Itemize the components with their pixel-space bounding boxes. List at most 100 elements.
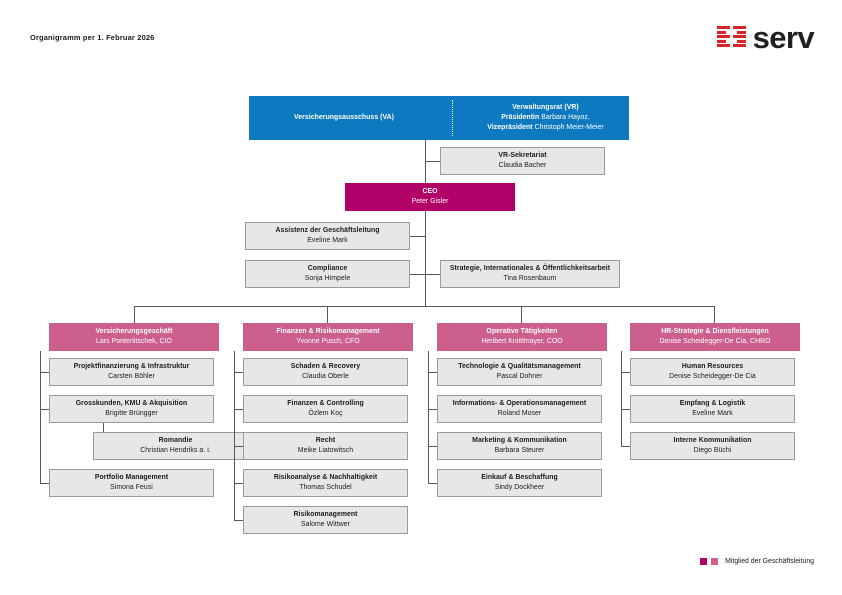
connector-div2-unit3: [234, 446, 243, 447]
staff-box-compliance[interactable]: Compliance Sonja Himpele: [245, 260, 410, 288]
connector-division-bus: [134, 306, 714, 307]
unit-title: Schaden & Recovery: [290, 363, 361, 370]
vr-vicepresident-line: Vizepräsident Christoph Meier-Meier: [487, 123, 604, 133]
unit-box[interactable]: Risikoanalyse & Nachhaltigkeit Thomas Sc…: [243, 469, 408, 497]
vr-vicepresident-label: Vizepräsident: [487, 124, 533, 131]
unit-title: Risikoanalyse & Nachhaltigkeit: [273, 474, 378, 481]
connector-ceo-spine: [425, 211, 426, 306]
ceo-name: Peter Gisler: [411, 198, 449, 205]
board-divider: [452, 100, 453, 136]
division-header-operative-taetigkeiten[interactable]: Operative Tätigkeiten Heribert Knittlmay…: [437, 323, 607, 351]
logo-bars-right-icon: [732, 26, 746, 50]
connector-assistenz: [410, 236, 426, 237]
vr-box[interactable]: Verwaltungsrat (VR) Präsidentin Barbara …: [462, 96, 629, 140]
unit-box[interactable]: Human Resources Denise Scheidegger-De Ci…: [630, 358, 795, 386]
connector-div3-unit1: [428, 372, 437, 373]
connector-div2-unit5: [234, 520, 243, 521]
vr-title: Verwaltungsrat (VR): [512, 104, 579, 111]
va-title: Versicherungsausschuss (VA): [293, 114, 395, 121]
ceo-title: CEO: [422, 188, 438, 195]
division-header-finanzen-risikomanagement[interactable]: Finanzen & Risikomanagement Yvonne Pusch…: [243, 323, 413, 351]
unit-name: Carsten Böhler: [108, 373, 155, 380]
division-name: Lars Ponterlitschek, CIO: [96, 338, 172, 345]
division-title: Versicherungsgeschäft: [95, 328, 173, 335]
vr-president-line: Präsidentin Barbara Hayoz,: [501, 113, 590, 123]
unit-title: Recht: [315, 437, 336, 444]
va-box[interactable]: Versicherungsausschuss (VA): [249, 96, 439, 140]
unit-box[interactable]: Grosskunden, KMU & Akquisition Brigitte …: [49, 395, 214, 423]
vr-sekretariat-name: Claudia Bacher: [498, 162, 547, 169]
unit-box[interactable]: Einkauf & Beschaffung Sindy Dockheer: [437, 469, 602, 497]
page-title: Organigramm per 1. Februar 2026: [30, 33, 155, 42]
unit-name: Roland Moser: [497, 410, 542, 417]
connector-div3-unit4: [428, 483, 437, 484]
division-header-hr-strategie[interactable]: HR-Strategie & Diensfleistungen Denise S…: [630, 323, 800, 351]
unit-name: Brigitte Brüngger: [105, 410, 158, 417]
connector-division-drop-3: [521, 306, 522, 323]
logo-bars-left-icon: [716, 26, 730, 50]
vr-vicepresident-name: Christoph Meier-Meier: [534, 124, 604, 131]
unit-box[interactable]: Portfolio Management Simona Feusi: [49, 469, 214, 497]
unit-box[interactable]: Empfang & Logistik Eveline Mark: [630, 395, 795, 423]
division-title: Finanzen & Risikomanagement: [276, 328, 380, 335]
unit-box[interactable]: Risikomanagement Salome Wittwer: [243, 506, 408, 534]
connector-division-drop-1: [134, 306, 135, 323]
unit-title: Human Resources: [681, 363, 744, 370]
connector-div1-unit4: [40, 483, 49, 484]
staff-box-strategie[interactable]: Strategie, Internationales & Öffentlichk…: [440, 260, 620, 288]
division-name: Heribert Knittlmayer, COO: [481, 338, 563, 345]
unit-title: Interne Kommunikation: [673, 437, 752, 444]
unit-name: Barbara Steurer: [494, 447, 545, 454]
connector-div2-spine: [234, 351, 235, 520]
unit-name: Eveline Mark: [692, 410, 733, 417]
legend-swatch-ceo: [700, 558, 708, 565]
division-header-versicherungsgeschaeft[interactable]: Versicherungsgeschäft Lars Ponterlitsche…: [49, 323, 219, 351]
unit-title: Einkauf & Beschaffung: [481, 474, 558, 481]
staff-box-assistenz[interactable]: Assistenz der Geschäftsleitung Eveline M…: [245, 222, 410, 250]
connector-div3-unit2: [428, 409, 437, 410]
vr-president-label: Präsidentin: [501, 114, 540, 121]
connector-div1-spine: [40, 351, 41, 483]
connector-div2-unit2: [234, 409, 243, 410]
connector-div4-unit2: [621, 409, 630, 410]
division-title: Operative Tätigkeiten: [486, 328, 558, 335]
unit-name: Özlem Koç: [308, 410, 343, 417]
unit-box[interactable]: Recht Meike Liatowitsch: [243, 432, 408, 460]
connector-div1-unit2: [40, 409, 49, 410]
division-name: Denise Scheidegger-De Cia, CHRO: [659, 338, 771, 345]
connector-division-drop-4: [714, 306, 715, 323]
ceo-box[interactable]: CEO Peter Gisler: [345, 183, 515, 211]
unit-box[interactable]: Interne Kommunikation Diego Büchi: [630, 432, 795, 460]
unit-name: Denise Scheidegger-De Cia: [669, 373, 756, 380]
division-title: HR-Strategie & Diensfleistungen: [661, 328, 769, 335]
unit-title: Risikomanagement: [293, 511, 358, 518]
board-bar: [249, 96, 629, 140]
connector-div3-spine: [428, 351, 429, 483]
unit-box[interactable]: Technologie & Qualitätsmanagement Pascal…: [437, 358, 602, 386]
unit-box[interactable]: Informations- & Operationsmanagement Rol…: [437, 395, 602, 423]
division-name: Yvonne Pusch, CFO: [296, 338, 360, 345]
unit-name: Simona Feusi: [110, 484, 153, 491]
vr-sekretariat-box[interactable]: VR-Sekretariat Claudia Bacher: [440, 147, 605, 175]
unit-name: Thomas Schudel: [299, 484, 352, 491]
logo-wordmark: serv: [752, 20, 815, 55]
connector-div2-unit4: [234, 483, 243, 484]
vr-sekretariat-title: VR-Sekretariat: [498, 152, 547, 159]
unit-name: Sindy Dockheer: [494, 484, 545, 491]
unit-name: Pascal Dohner: [496, 373, 543, 380]
legend-swatch-division: [711, 558, 719, 565]
legend-label: Mitglied der Geschäftsleitung: [725, 558, 814, 565]
unit-box[interactable]: Marketing & Kommunikation Barbara Steure…: [437, 432, 602, 460]
unit-box[interactable]: Finanzen & Controlling Özlem Koç: [243, 395, 408, 423]
unit-box[interactable]: Projektfinanzierung & Infrastruktur Cars…: [49, 358, 214, 386]
unit-name: Claudia Oberle: [302, 373, 349, 380]
unit-box[interactable]: Schaden & Recovery Claudia Oberle: [243, 358, 408, 386]
staff-name: Tina Rosenbaum: [503, 275, 557, 282]
unit-box-sub[interactable]: Romandie Christian Hendriks a. i.: [93, 432, 258, 460]
unit-name: Salome Wittwer: [301, 521, 350, 528]
connector-division-drop-2: [327, 306, 328, 323]
staff-title: Compliance: [307, 265, 348, 272]
unit-title: Finanzen & Controlling: [287, 400, 364, 407]
vr-president-name: Barbara Hayoz,: [541, 114, 590, 121]
staff-name: Sonja Himpele: [304, 275, 351, 282]
